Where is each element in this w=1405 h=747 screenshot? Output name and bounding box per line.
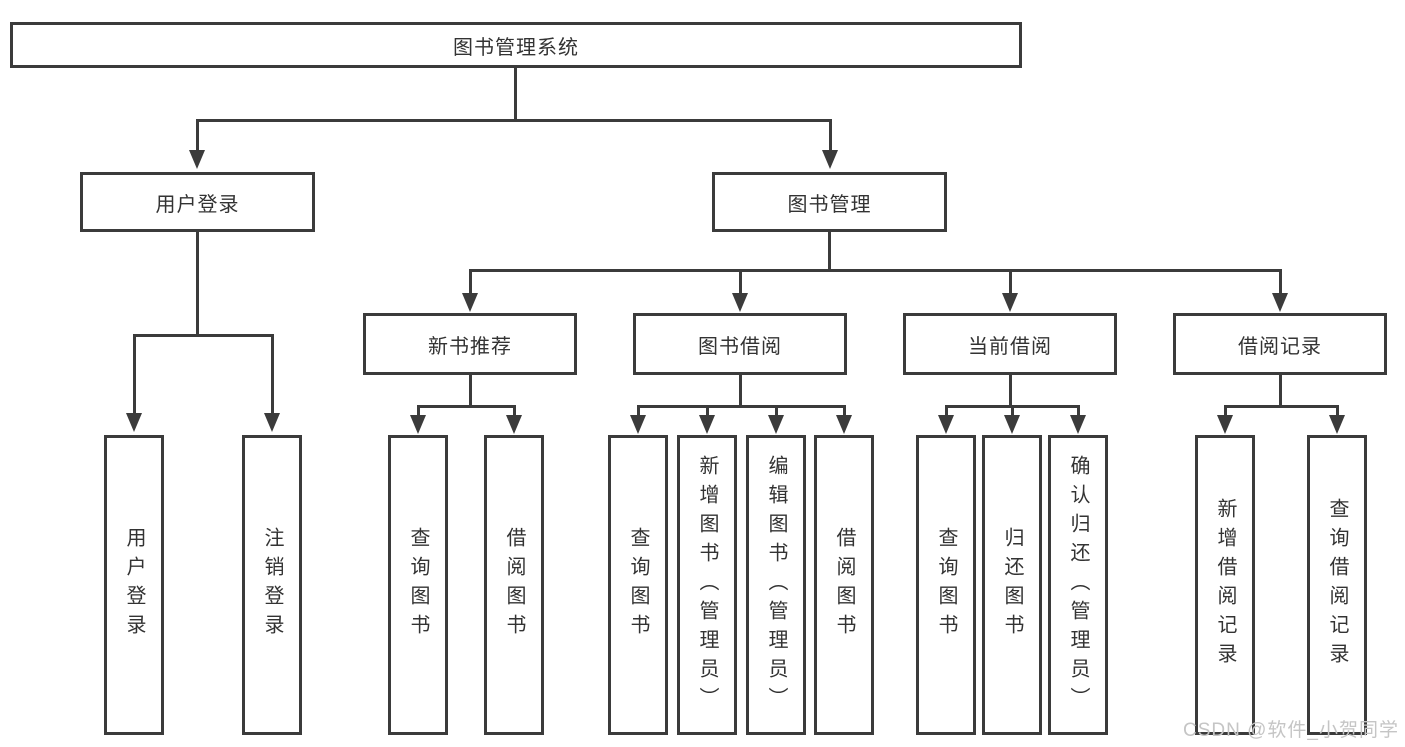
connector-borrow-drop-1 (637, 405, 640, 417)
connector-root-drop-right (829, 119, 832, 152)
leaf-query-books-current-label: 查询图书 (935, 527, 957, 643)
connector-root-hline (196, 119, 832, 122)
leaf-borrow-books-label: 借阅图书 (833, 527, 855, 643)
connector-bookmgmt-drop-2 (739, 269, 742, 295)
connector-userlogin-drop-2 (271, 334, 274, 414)
connector-borrow-drop-2 (706, 405, 709, 417)
connector-borrow-vline (739, 375, 742, 408)
leaf-query-books-borrow: 查询图书 (608, 435, 668, 735)
node-new-book-recommend: 新书推荐 (363, 313, 577, 375)
connector-bookmgmt-hline (469, 269, 1281, 272)
connector-bookmgmt-drop-4 (1279, 269, 1282, 295)
node-book-management-label: 图书管理 (787, 193, 872, 216)
leaf-edit-books-admin-label: 编辑图书（管理员） (765, 454, 787, 716)
leaf-query-books-current: 查询图书 (916, 435, 976, 735)
node-current-borrow-label: 当前借阅 (968, 335, 1052, 358)
connector-current-drop-2 (1011, 405, 1014, 417)
leaf-add-books-admin-label: 新增图书（管理员） (696, 454, 718, 716)
arrow-down-icon (836, 415, 852, 434)
arrow-down-icon (506, 415, 522, 434)
leaf-add-borrow-record-label: 新增借阅记录 (1214, 498, 1236, 672)
arrow-down-icon (126, 413, 142, 432)
node-root-label: 图书管理系统 (453, 36, 579, 59)
leaf-query-books-recommend: 查询图书 (388, 435, 448, 735)
node-book-borrow-label: 图书借阅 (698, 335, 782, 358)
node-current-borrow: 当前借阅 (903, 313, 1117, 375)
connector-records-drop-1 (1224, 405, 1227, 417)
leaf-logout-label: 注销登录 (261, 527, 283, 643)
connector-bookmgmt-drop-3 (1009, 269, 1012, 295)
arrow-down-icon (189, 150, 205, 169)
arrow-down-icon (938, 415, 954, 434)
arrow-down-icon (630, 415, 646, 434)
node-new-book-recommend-label: 新书推荐 (428, 335, 512, 358)
connector-borrow-hline (637, 405, 845, 408)
leaf-return-books: 归还图书 (982, 435, 1042, 735)
connector-recommend-vline (469, 375, 472, 408)
connector-root-vline (514, 68, 517, 122)
connector-current-drop-1 (945, 405, 948, 417)
node-book-management: 图书管理 (712, 172, 947, 232)
node-user-login-label: 用户登录 (155, 193, 240, 216)
leaf-borrow-books-recommend: 借阅图书 (484, 435, 544, 735)
arrow-down-icon (410, 415, 426, 434)
node-borrow-records: 借阅记录 (1173, 313, 1387, 375)
leaf-add-borrow-record: 新增借阅记录 (1195, 435, 1255, 735)
arrow-down-icon (1004, 415, 1020, 434)
leaf-query-borrow-record-label: 查询借阅记录 (1326, 498, 1348, 672)
watermark: CSDN @软件_小贺同学 (1183, 720, 1399, 741)
connector-root-drop-left (196, 119, 199, 152)
connector-current-drop-3 (1077, 405, 1080, 417)
connector-recommend-drop-1 (417, 405, 420, 417)
connector-records-hline (1224, 405, 1338, 408)
connector-userlogin-drop-1 (133, 334, 136, 414)
leaf-edit-books-admin: 编辑图书（管理员） (746, 435, 806, 735)
leaf-query-borrow-record: 查询借阅记录 (1307, 435, 1367, 735)
leaf-query-books-recommend-label: 查询图书 (407, 527, 429, 643)
connector-recommend-hline (417, 405, 515, 408)
leaf-logout: 注销登录 (242, 435, 302, 735)
arrow-down-icon (1070, 415, 1086, 434)
leaf-query-books-borrow-label: 查询图书 (627, 527, 649, 643)
arrow-down-icon (1002, 293, 1018, 312)
node-root: 图书管理系统 (10, 22, 1022, 68)
connector-borrow-drop-3 (775, 405, 778, 417)
connector-bookmgmt-drop-1 (469, 269, 472, 295)
leaf-confirm-return-admin-label: 确认归还（管理员） (1067, 454, 1089, 716)
leaf-add-books-admin: 新增图书（管理员） (677, 435, 737, 735)
arrow-down-icon (699, 415, 715, 434)
leaf-confirm-return-admin: 确认归还（管理员） (1048, 435, 1108, 735)
leaf-borrow-books-recommend-label: 借阅图书 (503, 527, 525, 643)
connector-records-vline (1279, 375, 1282, 408)
connector-borrow-drop-4 (843, 405, 846, 417)
arrow-down-icon (264, 413, 280, 432)
leaf-borrow-books: 借阅图书 (814, 435, 874, 735)
arrow-down-icon (732, 293, 748, 312)
connector-current-vline (1009, 375, 1012, 408)
node-borrow-records-label: 借阅记录 (1238, 335, 1322, 358)
connector-recommend-drop-2 (513, 405, 516, 417)
node-user-login: 用户登录 (80, 172, 315, 232)
leaf-user-login-label: 用户登录 (123, 527, 145, 643)
connector-records-drop-2 (1336, 405, 1339, 417)
connector-userlogin-vline (196, 232, 199, 337)
arrow-down-icon (768, 415, 784, 434)
node-book-borrow: 图书借阅 (633, 313, 847, 375)
arrow-down-icon (462, 293, 478, 312)
arrow-down-icon (1217, 415, 1233, 434)
connector-userlogin-hline (133, 334, 273, 337)
arrow-down-icon (1272, 293, 1288, 312)
arrow-down-icon (1329, 415, 1345, 434)
connector-bookmgmt-vline (828, 232, 831, 272)
leaf-user-login: 用户登录 (104, 435, 164, 735)
leaf-return-books-label: 归还图书 (1001, 527, 1023, 643)
arrow-down-icon (822, 150, 838, 169)
